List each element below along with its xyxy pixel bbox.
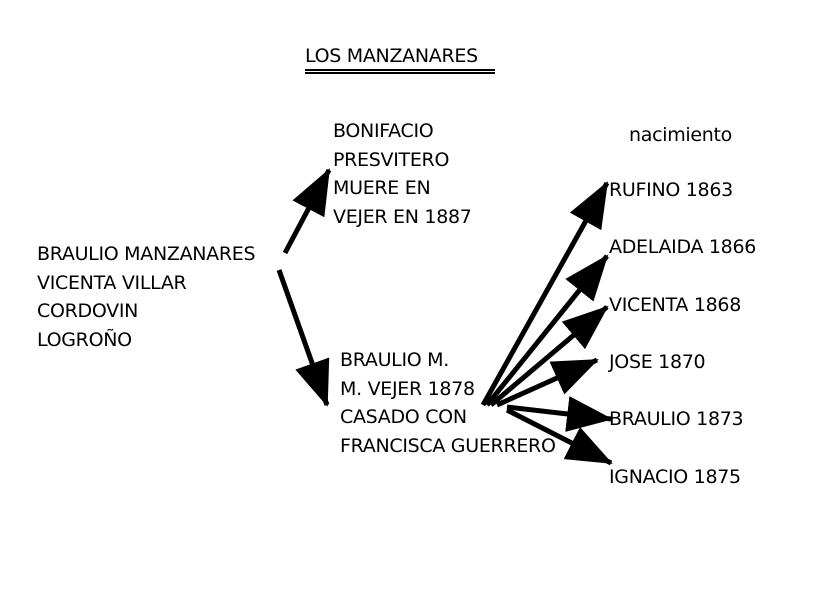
bonifacio-line: PRESVITERO — [333, 148, 450, 171]
bonifacio-node: BONIFACIO PRESVITERO MUERE EN VEJER EN 1… — [333, 117, 472, 231]
nacimiento-label: nacimiento — [629, 124, 733, 146]
braulio-m-node: BRAULIO M. M. VEJER 1878 CASADO CON FRAN… — [340, 346, 556, 460]
parents-line: LOGROÑO — [37, 328, 132, 351]
diagram-title: LOS MANZANARES — [305, 45, 478, 67]
title-underline — [305, 72, 495, 74]
parents-line: BRAULIO MANZANARES — [37, 243, 256, 265]
braulio-m-line: BRAULIO M. — [340, 349, 449, 371]
arrow-to-vicenta — [489, 305, 609, 407]
bonifacio-line: VEJER EN 1887 — [333, 205, 472, 228]
child-adelaida: ADELAIDA 1866 — [609, 236, 757, 258]
parents-node: BRAULIO MANZANARES VICENTA VILLAR CORDOV… — [37, 240, 256, 354]
braulio-m-line: M. VEJER 1878 — [340, 377, 475, 400]
bonifacio-line: BONIFACIO — [333, 120, 434, 142]
parents-line: VICENTA VILLAR — [37, 271, 187, 294]
braulio-m-line: FRANCISCA GUERRERO — [340, 434, 556, 457]
arrow-to-rufino — [480, 181, 610, 407]
child-rufino: RUFINO 1863 — [609, 179, 733, 201]
arrow-to-jose — [495, 357, 599, 408]
arrow-to-ignacio — [505, 407, 613, 466]
arrow-to-adelaida — [485, 254, 609, 407]
title-underline — [305, 69, 495, 71]
braulio-m-line: CASADO CON — [340, 406, 467, 428]
child-ignacio: IGNACIO 1875 — [609, 466, 741, 488]
child-braulio: BRAULIO 1873 — [609, 408, 744, 430]
bonifacio-line: MUERE EN — [333, 177, 431, 199]
arrow-parents-to-braulio-m — [276, 269, 330, 407]
arrow-to-braulio-1873 — [506, 396, 613, 432]
parents-line: CORDOVIN — [37, 300, 139, 322]
arrow-parents-to-bonifacio — [282, 168, 332, 255]
child-jose: JOSE 1870 — [609, 351, 706, 373]
child-vicenta: VICENTA 1868 — [609, 294, 742, 316]
